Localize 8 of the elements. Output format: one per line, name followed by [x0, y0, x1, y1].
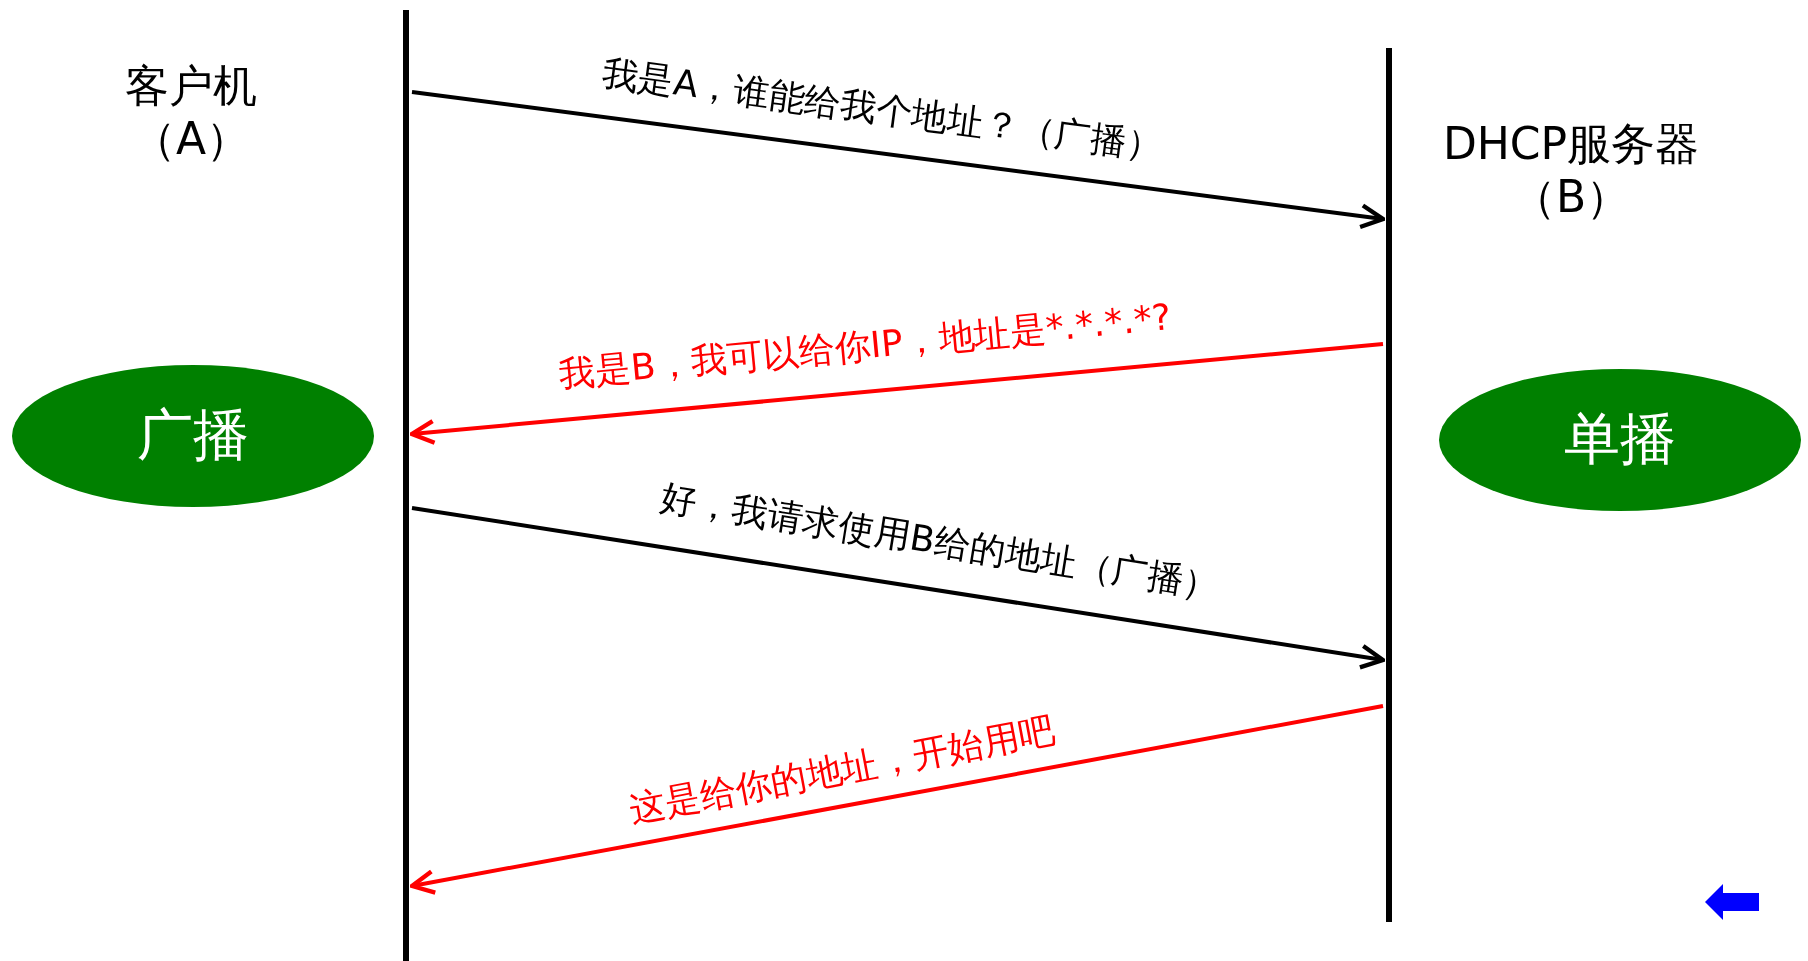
message-arrow [409, 704, 1384, 895]
participant-heading: 客户机（A） [124, 60, 258, 166]
message-arrow [411, 90, 1386, 230]
ellipse-node: 广播 [12, 365, 374, 507]
message-arrow [409, 342, 1384, 445]
message-arrow [411, 506, 1386, 670]
ellipse-node: 单播 [1439, 369, 1801, 511]
participant-heading: DHCP服务器（B） [1441, 118, 1701, 224]
